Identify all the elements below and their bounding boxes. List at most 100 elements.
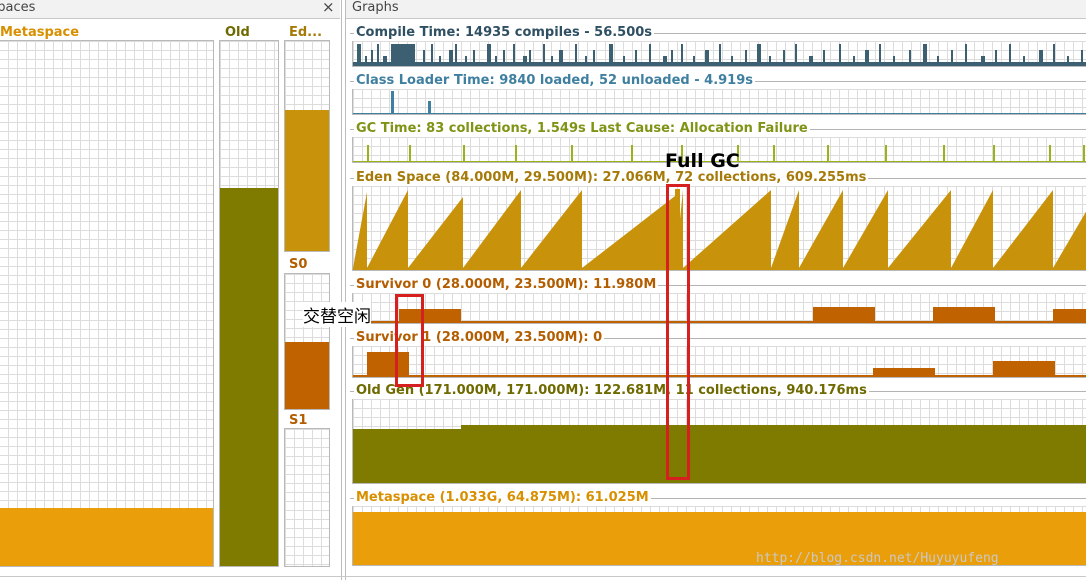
compile-spike: [503, 50, 505, 66]
gc-baseline: [353, 161, 1086, 162]
s0-baseline: [353, 321, 1086, 323]
compile-spike: [529, 50, 531, 66]
compile-spike: [371, 50, 373, 66]
compile-spike: [383, 56, 387, 66]
compile-spike: [981, 56, 985, 66]
spaces-panel-header: Spaces ×: [0, 0, 340, 19]
compile-spike: [523, 56, 527, 66]
compile-spike: [705, 50, 709, 66]
class-loader-time-graph: [352, 89, 1086, 115]
compile-spike: [495, 56, 497, 66]
compile-spike: [1023, 56, 1025, 66]
eden-sawtooth-segment: [951, 190, 993, 270]
graphs-panel-title: Graphs: [352, 0, 399, 15]
compile-spike: [593, 50, 595, 66]
compile-spike: [909, 50, 911, 66]
s0-fill: [285, 341, 329, 409]
survivor0-graph: [352, 293, 1086, 324]
gc-spike: [409, 145, 411, 162]
compile-spike: [635, 50, 637, 66]
classloader-baseline: [353, 113, 1086, 114]
metaspace-area: [353, 512, 1086, 565]
eden-space-graph: [352, 186, 1086, 271]
s1-block: [367, 352, 409, 377]
compile-spike: [671, 50, 673, 66]
gc-spike: [737, 145, 739, 162]
compile-spike: [769, 56, 771, 66]
metaspace-graph-label: Metaspace (1.033G, 64.875M): 61.025M: [354, 490, 651, 505]
compile-time-graph: [352, 41, 1086, 67]
old-gen-usage: [353, 425, 1086, 483]
compile-spike: [745, 50, 747, 66]
eden-sawtooth-segment: [771, 190, 799, 270]
compile-time-title-line: [350, 33, 1086, 34]
compile-spike: [795, 44, 797, 66]
survivor0-label: Survivor 0 (28.000M, 23.500M): 11.980M: [354, 277, 659, 292]
compile-spike: [1039, 50, 1043, 66]
graphs-panel-header: Graphs: [346, 0, 1086, 19]
compile-spike: [1009, 44, 1011, 66]
compile-spike: [693, 56, 695, 66]
gc-spike: [367, 145, 369, 162]
compile-spike: [365, 56, 367, 66]
compile-spike: [543, 44, 545, 66]
compile-spike: [487, 44, 491, 66]
compile-spike: [1053, 44, 1055, 66]
compile-spike: [893, 56, 895, 66]
compile-spike: [423, 50, 425, 66]
s1-block: [993, 361, 1055, 377]
s0-block: [1053, 309, 1086, 323]
compile-spike: [455, 44, 457, 66]
compile-spike: [823, 50, 825, 66]
compile-spike: [757, 44, 761, 66]
compile-spike: [473, 50, 475, 66]
old-cell: [219, 40, 279, 567]
close-icon[interactable]: ×: [322, 0, 335, 16]
full-gc-annotation-text: Full GC: [665, 150, 740, 172]
compile-spike: [1067, 56, 1069, 66]
watermark: http://blog.csdn.net/Huyuyufeng: [756, 551, 999, 566]
old-fill: [220, 188, 278, 566]
eden-label: Ed...: [287, 25, 325, 40]
eden-sawtooth-segment: [683, 190, 771, 270]
eden-sawtooth-segment: [353, 192, 367, 270]
survivor0-title-line: [350, 285, 1086, 286]
survivor1-label: Survivor 1 (28.000M, 23.500M): 0: [354, 330, 605, 345]
panel-divider-2: [345, 0, 346, 580]
metaspace-cell: [0, 40, 214, 567]
compile-spike: [609, 44, 613, 66]
s0-cell: [284, 273, 330, 410]
old-gen-graph: [352, 399, 1086, 484]
classloader-spike: [391, 91, 394, 114]
compile-spike: [865, 50, 869, 66]
compile-burst: [391, 44, 415, 66]
eden-sawtooth-segment: [521, 190, 582, 270]
compile-spike: [623, 56, 625, 66]
compile-spike: [377, 44, 379, 66]
survivor0-usage: [353, 307, 1086, 323]
gc-time-activity: [353, 145, 1086, 162]
compile-spike: [1081, 50, 1083, 66]
gc-spike: [681, 145, 683, 162]
eden-sawtooth-segment: [1053, 211, 1086, 270]
eden-sawtooth-segment: [799, 190, 843, 270]
old-gen-area-low: [353, 429, 461, 483]
compile-spike: [663, 56, 667, 66]
s1-label: S1: [287, 413, 310, 428]
eden-space-sawtooth: [353, 189, 1086, 270]
alternating-idle-highlight-box: [395, 294, 424, 387]
s1-baseline: [353, 375, 1086, 377]
compile-spike: [559, 50, 563, 66]
compile-spike: [965, 44, 967, 66]
classloader-spike: [428, 101, 431, 114]
metaspace-label: Metaspace: [0, 25, 82, 40]
compile-spike: [575, 44, 577, 66]
s1-cell: [284, 428, 330, 567]
survivor1-title-line: [350, 338, 1086, 339]
alternating-idle-annotation-text: 交替空闲: [303, 302, 371, 327]
s0-block: [813, 307, 875, 323]
gc-spike: [515, 145, 517, 162]
eden-sawtooth-segment: [888, 190, 951, 270]
class-loader-activity: [353, 91, 1086, 114]
compile-spike: [719, 44, 721, 66]
